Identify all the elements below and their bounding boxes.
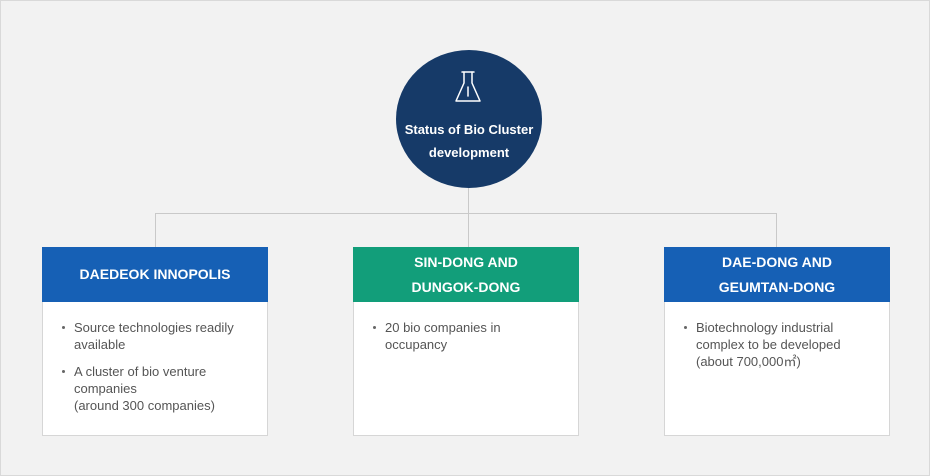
connector-horizontal [155,213,777,214]
bullet-icon [62,370,65,373]
card-dae-dong-geumtan-dong: DAE-DONG AND GEUMTAN-DONG Biotechnology … [664,247,890,437]
list-item-text: Biotechnology industrial complex to be d… [696,320,841,369]
list-item: Biotechnology industrial complex to be d… [682,319,871,370]
list-item: Source technologies readily available [60,319,249,353]
bullet-icon [62,326,65,329]
bullet-list: 20 bio companies in occupancy [354,302,578,353]
connector-middle [468,213,469,247]
card-body: Source technologies readily available A … [42,302,268,436]
card-header: DAE-DONG AND GEUMTAN-DONG [664,247,890,302]
list-item: A cluster of bio venture companies (arou… [60,363,249,414]
list-item-text: A cluster of bio venture companies (arou… [74,364,215,413]
card-header: SIN-DONG AND DUNGOK-DONG [353,247,579,302]
bullet-list: Source technologies readily available A … [43,302,267,414]
card-body: 20 bio companies in occupancy [353,302,579,436]
list-item: 20 bio companies in occupancy [371,319,560,353]
connector-trunk [468,187,469,214]
central-node-title: Status of Bio Cluster development [404,122,534,160]
list-item-text: Source technologies readily available [74,320,234,352]
bullet-icon [684,326,687,329]
connector-left [155,213,156,247]
bullet-icon [373,326,376,329]
central-node: Status of Bio Cluster development [396,50,542,188]
flask-icon [455,71,481,102]
list-item-text: 20 bio companies in occupancy [385,320,501,352]
card-sin-dong-dungok-dong: SIN-DONG AND DUNGOK-DONG 20 bio companie… [353,247,579,437]
bullet-list: Biotechnology industrial complex to be d… [665,302,889,370]
card-body: Biotechnology industrial complex to be d… [664,302,890,436]
card-daedeok-innopolis: DAEDEOK INNOPOLIS Source technologies re… [42,247,268,437]
connector-right [776,213,777,247]
card-header: DAEDEOK INNOPOLIS [42,247,268,302]
